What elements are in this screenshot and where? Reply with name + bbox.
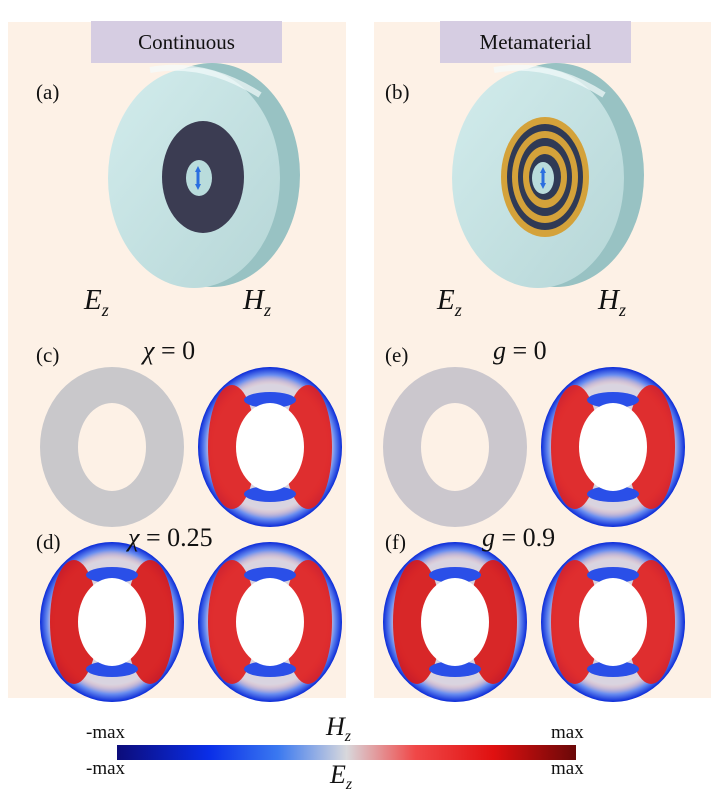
field-label-right-ez: Ez [437, 284, 462, 320]
header-continuous: Continuous [91, 21, 282, 63]
field-label-right-hz: Hz [598, 284, 626, 320]
param-e: g = 0 [493, 336, 547, 365]
ring-c-hz [198, 367, 342, 527]
ring-d-hz [198, 542, 342, 702]
colorbar-field-bottom: Ez [330, 760, 353, 794]
field-label-left-hz: Hz [243, 284, 271, 320]
ring-e-hz [541, 367, 685, 527]
label-f: (f) [385, 530, 406, 554]
label-a: (a) [36, 80, 60, 104]
param-c: χ = 0 [143, 336, 196, 365]
disk-metamaterial [452, 63, 644, 288]
colorbar-top-right: max [551, 722, 584, 743]
ring-d-ez [40, 542, 184, 702]
ring-f-hz [541, 542, 685, 702]
colorbar-top-left: -max [86, 722, 126, 743]
colorbar [117, 745, 576, 760]
label-b: (b) [385, 80, 410, 104]
param-d: χ = 0.25 [128, 523, 213, 552]
field-label-left-ez: Ez [84, 284, 109, 320]
colorbar-field-top: Hz [326, 712, 352, 746]
label-e: (e) [385, 343, 409, 367]
ring-f-ez [383, 542, 527, 702]
colorbar-bottom-right: max [551, 758, 584, 779]
disk-continuous [108, 63, 300, 288]
colorbar-bottom-left: -max [86, 758, 126, 779]
param-f: g = 0.9 [482, 523, 556, 552]
label-c: (c) [36, 343, 60, 367]
label-d: (d) [36, 530, 61, 554]
ring-e-ez [383, 367, 527, 527]
header-metamaterial: Metamaterial [440, 21, 631, 63]
ring-c-ez [40, 367, 184, 527]
